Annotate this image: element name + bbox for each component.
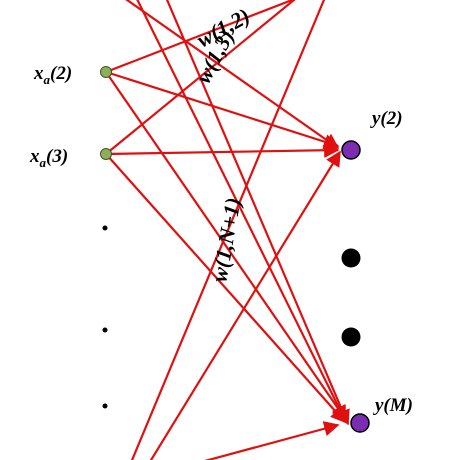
input-node	[100, 148, 112, 160]
edge	[136, 0, 346, 422]
edge	[165, 0, 350, 426]
edge	[125, 0, 340, 149]
output-node	[350, 413, 370, 433]
edge	[149, 150, 341, 460]
ellipsis-dot	[102, 327, 108, 333]
edge	[105, 0, 296, 74]
connection-edges	[105, 0, 350, 460]
output-node	[341, 140, 361, 160]
edge	[105, 71, 347, 422]
edge	[204, 421, 340, 460]
output-label: y(M)	[373, 395, 413, 416]
ellipsis-dot	[102, 225, 108, 231]
input-node	[100, 66, 112, 78]
input-label: xa(3)	[29, 146, 68, 170]
ellipsis-dot	[341, 248, 361, 268]
weight-label: w(1,N+1)	[206, 196, 245, 284]
edge	[105, 70, 340, 150]
edge	[130, 0, 326, 460]
output-label: y(2)	[370, 108, 403, 129]
edge	[105, 153, 347, 424]
edge	[105, 0, 296, 155]
input-label: xa(2)	[33, 63, 72, 87]
ellipsis-dot	[102, 403, 108, 409]
edge	[105, 142, 340, 158]
ellipsis-dot	[341, 327, 361, 347]
